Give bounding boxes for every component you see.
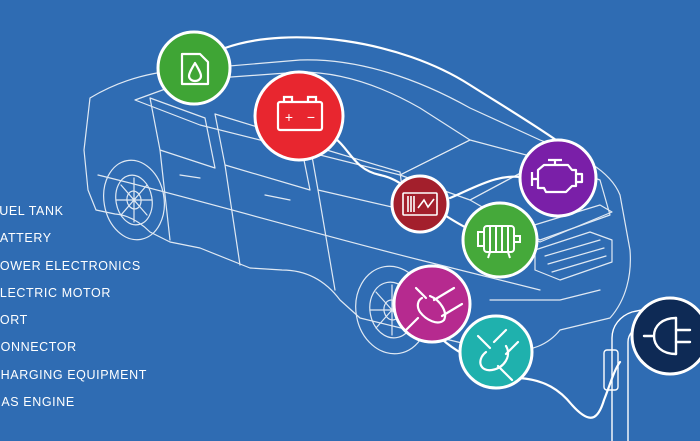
connector-node[interactable]	[458, 314, 534, 390]
charging-equipment-circle	[630, 296, 700, 376]
power-electronics-icon	[402, 192, 438, 216]
legend-item-power-electronics: POWER ELECTRONICS	[0, 258, 141, 273]
legend-item-gas-engine: GAS ENGINE	[0, 395, 75, 410]
component-legend: FUEL TANK BATTERY POWER ELECTRONICS ELEC…	[0, 198, 147, 416]
connector-circle	[458, 314, 534, 390]
power-electronics-node[interactable]	[390, 174, 450, 234]
wire-fuel-to-engine	[223, 36, 558, 142]
battery-circle	[253, 70, 345, 162]
car-outline	[83, 59, 631, 355]
gas-engine-circle	[518, 138, 598, 218]
battery-node[interactable]: + −	[253, 70, 345, 162]
port-node[interactable]	[392, 264, 472, 344]
electric-motor-node[interactable]	[461, 201, 539, 279]
battery-plus-symbol: +	[285, 109, 293, 125]
battery-icon	[276, 95, 324, 132]
electric-motor-circle	[461, 201, 539, 279]
legend-item-fuel-tank: FUEL TANK	[0, 204, 64, 218]
wire-connector-to-station	[518, 360, 622, 419]
wire-power-to-engine	[448, 175, 530, 200]
fuel-tank-node[interactable]	[156, 30, 232, 106]
battery-minus-symbol: −	[307, 109, 315, 125]
fuel-tank-icon	[180, 52, 210, 86]
charging-equipment-node[interactable]	[630, 296, 700, 376]
gas-engine-icon	[530, 158, 584, 194]
legend-item-battery: BATTERY	[0, 231, 52, 246]
connector-icon	[476, 328, 520, 382]
legend-item-connector: CONNECTOR	[0, 340, 77, 355]
fuel-tank-circle	[156, 30, 232, 106]
charging-plug-icon	[642, 316, 692, 356]
legend-item-electric-motor: ELECTRIC MOTOR	[0, 285, 111, 300]
electric-motor-icon	[477, 225, 521, 259]
port-icon	[404, 286, 464, 332]
legend-item-charging-equipment: CHARGING EQUIPMENT	[0, 367, 147, 382]
legend-item-port: PORT	[0, 313, 28, 328]
gas-engine-node[interactable]	[518, 138, 598, 218]
